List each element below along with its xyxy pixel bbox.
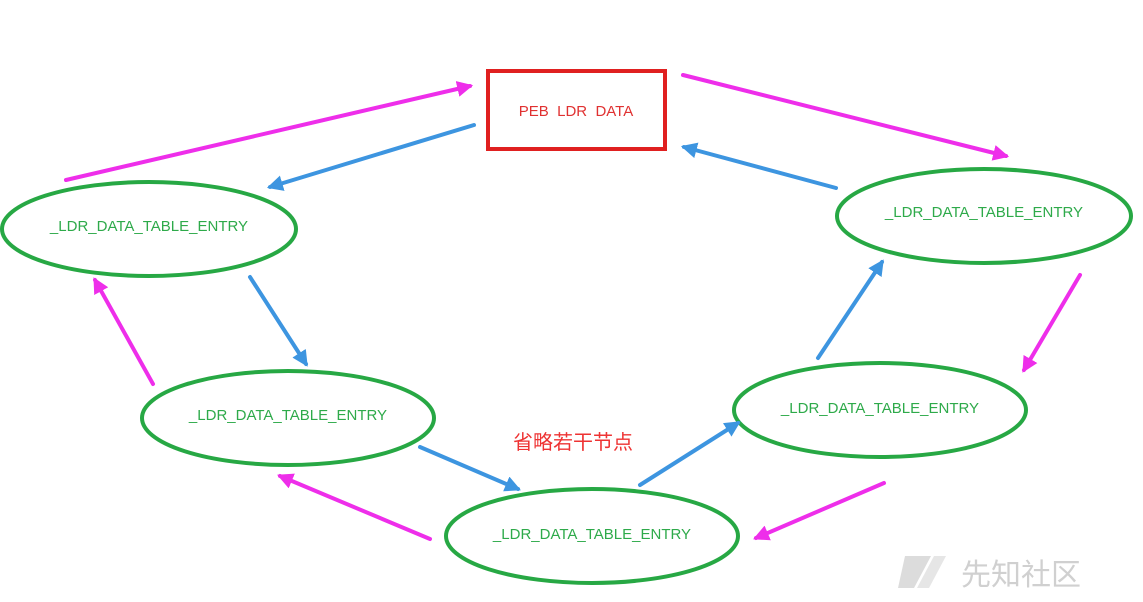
flink-arrow: [64, 81, 474, 182]
entry-ellipse: [140, 369, 436, 467]
entry-node-top-left: _LDR_DATA_TABLE_ENTRY: [0, 180, 298, 278]
peb-ldr-data-label: PEB LDR DATA: [519, 103, 633, 120]
flink-arrow: [753, 481, 886, 541]
entry-node-mid-left: _LDR_DATA_TABLE_ENTRY: [140, 369, 436, 467]
omitted-nodes-note: 省略若干节点: [513, 430, 633, 454]
blink-arrow: [418, 445, 521, 492]
entry-ellipse: [732, 361, 1028, 459]
blink-arrow: [638, 421, 741, 487]
xianzhi-logo-icon: [898, 556, 946, 588]
watermark: 先知社区: [898, 556, 1081, 593]
blink-arrow: [266, 123, 476, 191]
blink-arrow: [816, 259, 884, 360]
blink-arrow: [680, 142, 838, 190]
watermark-text: 先知社区: [961, 558, 1081, 593]
flink-arrow: [681, 73, 1010, 161]
flink-arrows: [64, 73, 1082, 541]
peb-ldr-data-node: PEB LDR DATA: [486, 69, 667, 151]
blink-arrow: [248, 275, 308, 367]
entry-ellipse: [835, 167, 1133, 265]
entry-label: _LDR_DATA_TABLE_ENTRY: [780, 400, 979, 417]
flink-arrow: [93, 277, 155, 386]
entry-label: _LDR_DATA_TABLE_ENTRY: [492, 526, 691, 543]
entry-node-bottom: _LDR_DATA_TABLE_ENTRY: [444, 487, 740, 585]
entry-node-mid-right: _LDR_DATA_TABLE_ENTRY: [732, 361, 1028, 459]
entry-label: _LDR_DATA_TABLE_ENTRY: [49, 218, 248, 235]
flink-arrow: [277, 473, 432, 541]
entry-node-top-right: _LDR_DATA_TABLE_ENTRY: [835, 167, 1133, 265]
entry-ellipse: [0, 180, 298, 278]
entry-ellipse: [444, 487, 740, 585]
entry-label: _LDR_DATA_TABLE_ENTRY: [188, 407, 387, 424]
peb-ldr-data-box: [486, 69, 667, 151]
entry-label: _LDR_DATA_TABLE_ENTRY: [884, 204, 1083, 221]
blink-arrows: [248, 123, 884, 492]
flink-arrow: [1022, 273, 1082, 373]
